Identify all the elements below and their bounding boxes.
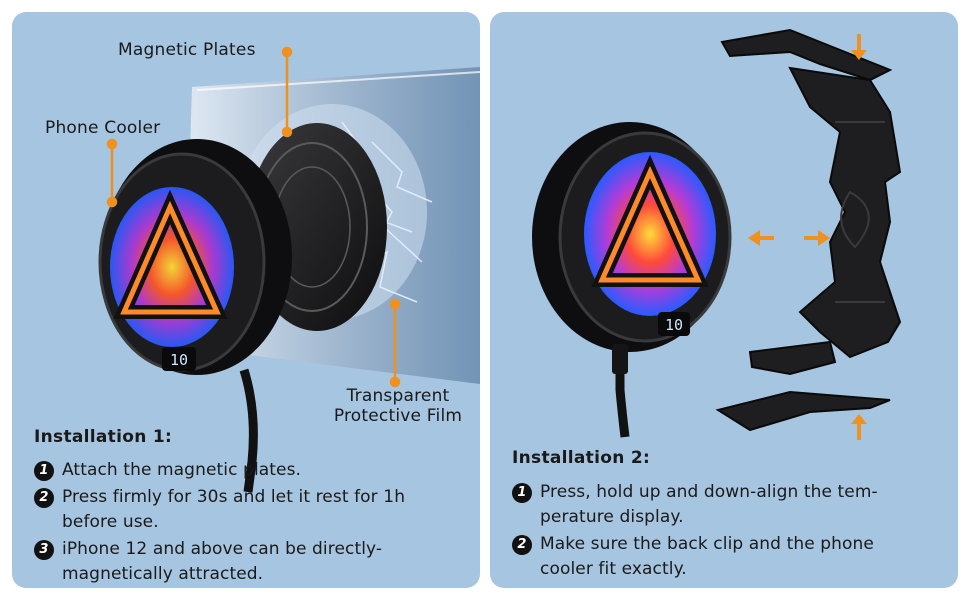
temperature-reading: 10 bbox=[665, 316, 683, 334]
step-text: iPhone 12 and above can be directly-magn… bbox=[62, 539, 383, 584]
step-number-badge: 2 bbox=[512, 535, 532, 555]
step-number-badge: 3 bbox=[34, 540, 54, 560]
magnetic-installation-illustration: 10 bbox=[98, 46, 480, 493]
step-text: Press firmly for 30s and let it rest for… bbox=[62, 487, 406, 532]
callout-lines bbox=[106, 46, 401, 388]
installation-1-step: 3 iPhone 12 and above can be directly-ma… bbox=[34, 537, 464, 587]
temperature-display bbox=[658, 312, 690, 336]
installation-1-heading: Installation 1: bbox=[34, 427, 173, 447]
installation-2-heading: Installation 2: bbox=[512, 448, 651, 468]
protective-film-label-line2: Protective Film bbox=[333, 406, 463, 426]
installation-2-step: 1 Press, hold up and down-align the tem-… bbox=[512, 480, 932, 530]
step-number-badge: 1 bbox=[34, 461, 54, 481]
step-text: Make sure the back clip and the phone co… bbox=[540, 534, 874, 579]
installation-1-step: 2 Press firmly for 30s and let it rest f… bbox=[34, 485, 464, 535]
installation-2-step: 2 Make sure the back clip and the phone … bbox=[512, 532, 932, 582]
installation-2-panel: 10 Installation 2: 1 Press, hold up and … bbox=[490, 12, 958, 588]
arrow-right-icon bbox=[804, 230, 830, 246]
alignment-arrows bbox=[748, 34, 867, 440]
magnetic-plates-label: Magnetic Plates bbox=[118, 40, 256, 60]
temperature-reading: 10 bbox=[170, 351, 188, 369]
installation-2-steps: 1 Press, hold up and down-align the tem-… bbox=[512, 480, 932, 584]
step-number-badge: 2 bbox=[34, 488, 54, 508]
phone-cooler-label: Phone Cooler bbox=[45, 118, 161, 138]
arrow-up-icon bbox=[851, 414, 867, 440]
arrow-left-icon bbox=[748, 230, 774, 246]
step-text: Attach the magnetic plates. bbox=[62, 460, 302, 480]
clip-installation-illustration: 10 bbox=[532, 28, 902, 440]
step-text: Press, hold up and down-align the tem-pe… bbox=[540, 482, 878, 527]
protective-film-label: Transparent Protective Film bbox=[318, 386, 478, 426]
usb-cable bbox=[239, 368, 258, 493]
installation-1-step: 1 Attach the magnetic plates. bbox=[34, 458, 464, 483]
protective-film-label-line1: Transparent bbox=[346, 386, 450, 406]
installation-1-steps: 1 Attach the magnetic plates. 2 Press fi… bbox=[34, 458, 464, 588]
step-number-badge: 1 bbox=[512, 483, 532, 503]
usb-cable bbox=[615, 347, 630, 438]
back-clip bbox=[715, 28, 902, 432]
arrow-down-icon bbox=[851, 34, 867, 60]
installation-1-panel: 10 Magnetic Plates Phone Cooler Transpar… bbox=[12, 12, 480, 588]
temperature-display bbox=[162, 347, 196, 371]
